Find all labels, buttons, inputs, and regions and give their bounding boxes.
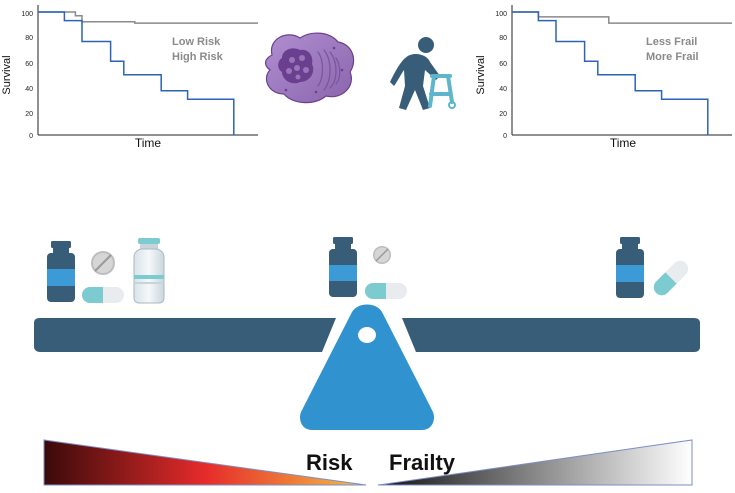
seesaw — [34, 304, 700, 430]
tick-label: 60 — [499, 61, 507, 68]
less-frail-curve — [512, 11, 732, 24]
center-pill-icon — [373, 246, 391, 264]
tick-label: 20 — [499, 111, 507, 118]
seesaw-fulcrum — [300, 304, 434, 430]
seesaw-beam-right — [402, 318, 700, 352]
left-vial-icon — [133, 238, 165, 304]
left-x-label: Time — [135, 136, 162, 150]
seesaw-beam-left — [34, 318, 336, 352]
frailty-gradient-wedge — [377, 439, 693, 486]
center-medicine-bottle-icon — [329, 237, 357, 297]
elderly-walker-icon — [390, 37, 456, 110]
tick-label: 60 — [25, 61, 33, 68]
left-capsule-icon — [82, 287, 124, 303]
left-tick-labels: 100 80 60 40 20 0 — [21, 11, 33, 140]
fulcrum-hole — [358, 327, 376, 343]
right-medicine-bottle-icon — [616, 237, 644, 298]
tick-label: 80 — [25, 35, 33, 42]
right-y-label: Survival — [475, 55, 487, 94]
tumor-cell-icon — [264, 32, 355, 104]
more-frail-curve — [512, 11, 709, 135]
risk-label: Risk — [306, 450, 353, 475]
left-chart: 100 80 60 40 20 0 Survival Time Low Risk… — [1, 5, 258, 150]
legend-less-frail: Less Frail — [646, 36, 697, 48]
left-pill-icon — [91, 251, 115, 275]
legend-more-frail: More Frail — [646, 51, 699, 63]
tick-label: 100 — [21, 11, 33, 18]
low-risk-curve — [38, 11, 258, 24]
right-capsule-icon — [653, 260, 689, 296]
legend-low-risk: Low Risk — [172, 36, 221, 48]
tick-label: 40 — [499, 86, 507, 93]
left-medicine-bottle-icon — [47, 241, 75, 302]
left-y-label: Survival — [1, 55, 13, 94]
right-chart: 100 80 60 40 20 0 Survival Time Less Fra… — [475, 5, 732, 150]
tick-label: 0 — [503, 133, 507, 140]
right-tick-labels: 100 80 60 40 20 0 — [495, 11, 507, 140]
center-capsule-icon — [365, 283, 407, 299]
right-x-label: Time — [610, 136, 637, 150]
risk-gradient-wedge — [43, 439, 367, 486]
tick-label: 80 — [499, 35, 507, 42]
tick-label: 40 — [25, 86, 33, 93]
tick-label: 0 — [29, 133, 33, 140]
tick-label: 20 — [25, 111, 33, 118]
frailty-label: Frailty — [389, 450, 456, 475]
tick-label: 100 — [495, 11, 507, 18]
legend-high-risk: High Risk — [172, 51, 224, 63]
high-risk-curve — [38, 11, 235, 135]
